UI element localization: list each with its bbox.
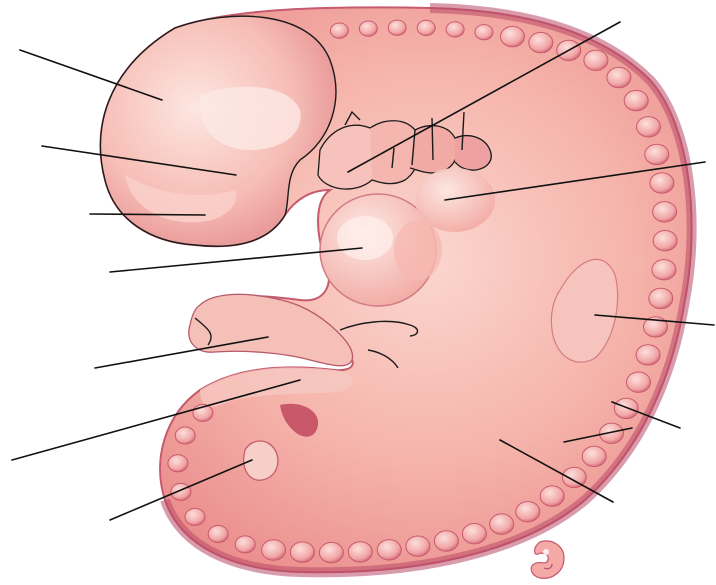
somite [235, 536, 255, 553]
somite [319, 542, 343, 562]
somite [650, 173, 674, 193]
leader-line-5 [95, 337, 268, 368]
somite [490, 514, 514, 534]
somite [636, 345, 660, 365]
somite [540, 486, 564, 506]
somite [529, 32, 553, 52]
somite [168, 455, 188, 472]
somite [175, 427, 195, 444]
somite [584, 50, 608, 70]
somite [652, 260, 676, 280]
somite [645, 144, 669, 164]
somite [582, 446, 606, 466]
thumbnail-embryo [531, 541, 564, 578]
somite [637, 117, 661, 137]
somite [649, 288, 673, 308]
leader-line-3 [90, 214, 205, 215]
somite [330, 23, 348, 38]
somite [614, 398, 638, 418]
somite [624, 90, 648, 110]
somite [359, 21, 377, 36]
somite [653, 202, 677, 222]
somite [208, 526, 228, 543]
somite [516, 502, 540, 522]
somite [171, 483, 191, 500]
somite [475, 25, 493, 40]
somite [406, 536, 430, 556]
lower-bulge [394, 220, 442, 280]
somite [434, 531, 458, 551]
somite [446, 22, 464, 37]
somite [607, 67, 631, 87]
somite [462, 524, 486, 544]
somite [501, 26, 525, 46]
somite [627, 372, 651, 392]
somite [377, 540, 401, 560]
somite [262, 540, 286, 560]
somite [185, 508, 205, 525]
somite [290, 542, 314, 562]
somite [388, 20, 406, 35]
somite [348, 542, 372, 562]
somite [653, 231, 677, 251]
heart-highlight [337, 216, 393, 260]
somite [417, 20, 435, 35]
